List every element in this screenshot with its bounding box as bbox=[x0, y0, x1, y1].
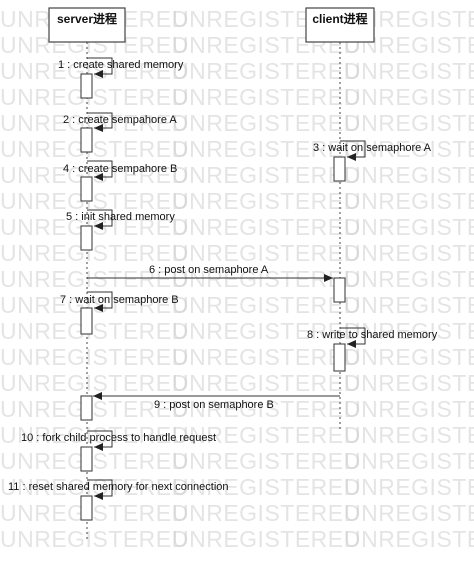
self-message-arrow bbox=[87, 160, 113, 181]
message-label: 7 : wait on semaphore B bbox=[60, 294, 179, 306]
activation-bar bbox=[80, 307, 93, 335]
watermark-text: UNREGISTERED bbox=[344, 214, 474, 240]
message-10: 10 : fork child process to handle reques… bbox=[21, 430, 216, 472]
watermark-text: UNREGISTERED bbox=[0, 136, 189, 162]
watermark-text: UNREGISTERED bbox=[172, 292, 361, 318]
participant-label: client进程 bbox=[312, 11, 367, 26]
message-11: 11 : reset shared memory for next connec… bbox=[8, 479, 229, 521]
watermark-text: UNREGISTERED bbox=[344, 318, 474, 344]
watermark-text: UNREGISTERED bbox=[344, 58, 474, 84]
watermark-text: UNREGISTERED bbox=[344, 162, 474, 188]
activation-bar bbox=[333, 343, 346, 372]
message-label: 2 : create sempahore A bbox=[63, 114, 177, 126]
activation-bar bbox=[80, 73, 93, 99]
watermark-text: UNREGISTERED bbox=[172, 84, 361, 110]
self-message-arrow bbox=[87, 291, 113, 312]
watermark-text: UNREGISTERED bbox=[172, 396, 361, 422]
watermark-text: UNREGISTERED bbox=[0, 240, 189, 266]
message-1: 1 : create shared memory bbox=[58, 57, 184, 99]
self-message-arrow bbox=[87, 430, 113, 451]
message-label: 3 : wait on semaphore A bbox=[313, 142, 432, 154]
watermark-text: UNREGISTERED bbox=[172, 240, 361, 266]
watermark-text: UNREGISTERED bbox=[0, 266, 189, 292]
watermark-text: UNREGISTERED bbox=[172, 136, 361, 162]
activation-bar bbox=[333, 156, 346, 182]
message-7: 7 : wait on semaphore B bbox=[60, 291, 179, 335]
watermark-text: UNREGISTERED bbox=[172, 500, 361, 526]
self-message-arrow bbox=[87, 57, 113, 78]
watermark-text: UNREGISTERED bbox=[0, 500, 189, 526]
message-label: 5 : init shared memory bbox=[66, 211, 175, 223]
message-8: 8 : write to shared memory bbox=[307, 327, 438, 372]
participant-box bbox=[305, 7, 375, 43]
watermark-text: UNREGISTERED bbox=[0, 344, 189, 370]
watermark-text: UNREGISTERED bbox=[344, 526, 474, 552]
activation-bar bbox=[80, 446, 93, 472]
watermark-text: UNREGISTERED bbox=[344, 110, 474, 136]
message-label: 1 : create shared memory bbox=[58, 59, 184, 71]
participant-client: client进程 bbox=[305, 7, 375, 43]
watermark: UNREGISTERED UNREGISTERED UNREGISTERED U… bbox=[0, 6, 474, 552]
watermark-text: UNREGISTERED bbox=[172, 422, 361, 448]
watermark-text: UNREGISTERED bbox=[344, 422, 474, 448]
message-label: 10 : fork child process to handle reques… bbox=[21, 432, 216, 444]
watermark-text: UNREGISTERED bbox=[172, 344, 361, 370]
self-message-arrow bbox=[340, 327, 366, 348]
watermark-text: UNREGISTERED bbox=[172, 526, 361, 552]
self-message-arrow bbox=[340, 140, 366, 161]
message-label: 9 : post on semaphore B bbox=[154, 399, 274, 411]
watermark-text: UNREGISTERED bbox=[344, 396, 474, 422]
watermark-text: UNREGISTERED bbox=[0, 370, 189, 396]
message-5: 5 : init shared memory bbox=[66, 209, 175, 251]
watermark-text: UNREGISTERED bbox=[344, 240, 474, 266]
watermark-text: UNREGISTERED bbox=[0, 84, 189, 110]
watermark-text: UNREGISTERED bbox=[0, 318, 189, 344]
watermark-text: UNREGISTERED bbox=[172, 162, 361, 188]
message-4: 4 : create sempahore B bbox=[63, 160, 177, 202]
message-label: 6 : post on semaphore A bbox=[149, 264, 269, 276]
watermark-text: UNREGISTERED bbox=[344, 344, 474, 370]
watermark-text: UNREGISTERED bbox=[172, 318, 361, 344]
watermark-text: UNREGISTERED bbox=[0, 396, 189, 422]
message-label: 8 : write to shared memory bbox=[307, 329, 438, 341]
activation-bar bbox=[80, 495, 93, 521]
activation-bar bbox=[333, 277, 346, 303]
message-label: 11 : reset shared memory for next connec… bbox=[8, 481, 229, 493]
watermark-text: UNREGISTERED bbox=[344, 448, 474, 474]
self-message-arrow bbox=[87, 479, 113, 500]
watermark-text: UNREGISTERED bbox=[0, 526, 189, 552]
watermark-text: UNREGISTERED bbox=[172, 474, 361, 500]
watermark-text: UNREGISTERED bbox=[172, 188, 361, 214]
watermark-text: UNREGISTERED bbox=[172, 58, 361, 84]
watermark-text: UNREGISTERED bbox=[344, 84, 474, 110]
participant-box bbox=[48, 7, 126, 43]
activation-bar bbox=[80, 127, 93, 153]
activation-bar bbox=[80, 395, 93, 421]
message-2: 2 : create sempahore A bbox=[63, 112, 177, 153]
watermark-text: UNREGISTERED bbox=[172, 110, 361, 136]
watermark-text: UNREGISTERED bbox=[172, 448, 361, 474]
watermark-text: UNREGISTERED bbox=[172, 214, 361, 240]
message-3: 3 : wait on semaphore A bbox=[313, 140, 432, 182]
participant-server: server进程 bbox=[48, 7, 126, 43]
watermark-text: UNREGISTERED bbox=[344, 474, 474, 500]
activation-bar bbox=[80, 176, 93, 202]
watermark-text: UNREGISTERED bbox=[344, 188, 474, 214]
watermark-text: UNREGISTERED bbox=[344, 136, 474, 162]
watermark-text: UNREGISTERED bbox=[344, 370, 474, 396]
message-6: 6 : post on semaphore A bbox=[87, 264, 346, 303]
self-message-arrow bbox=[87, 209, 113, 230]
watermark-text: UNREGISTERED bbox=[344, 500, 474, 526]
activation-bar bbox=[80, 225, 93, 251]
participant-label: server进程 bbox=[57, 11, 117, 26]
watermark-text: UNREGISTERED bbox=[344, 292, 474, 318]
watermark-text: UNREGISTERED bbox=[172, 370, 361, 396]
watermark-text: UNREGISTERED bbox=[0, 448, 189, 474]
self-message-arrow bbox=[87, 112, 113, 132]
message-label: 4 : create sempahore B bbox=[63, 163, 177, 175]
watermark-text: UNREGISTERED bbox=[344, 266, 474, 292]
message-9: 9 : post on semaphore B bbox=[80, 392, 340, 421]
